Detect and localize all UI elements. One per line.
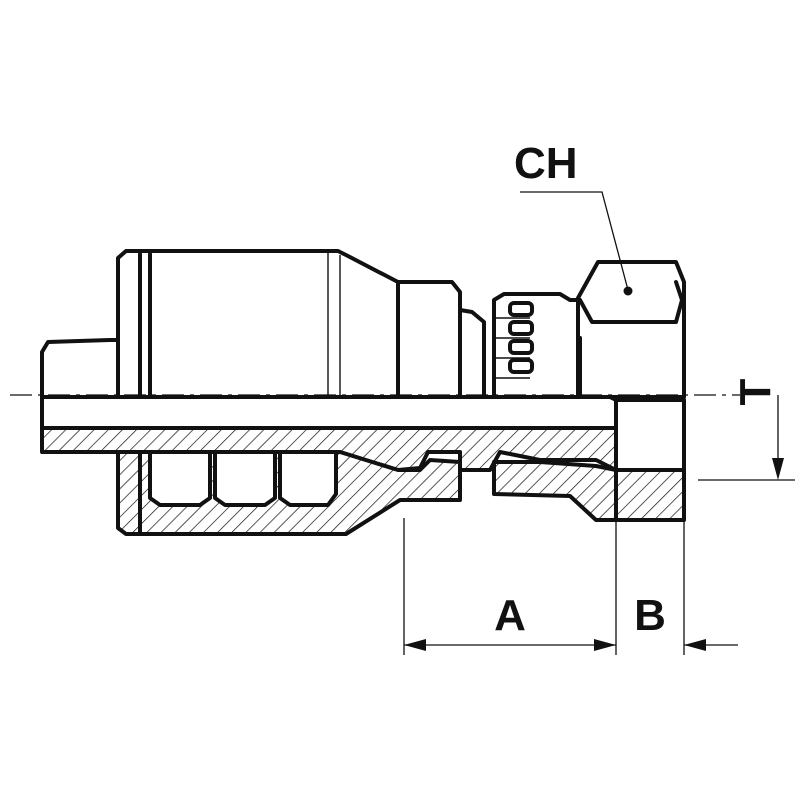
ch-leader-line xyxy=(520,191,629,291)
label-ch: CH xyxy=(514,139,578,188)
label-b: B xyxy=(634,591,666,640)
ch-reference-dot xyxy=(623,286,633,296)
fitting-section-view xyxy=(40,395,686,536)
label-a: A xyxy=(494,591,526,640)
label-t: T xyxy=(731,378,780,405)
fitting-exterior-view xyxy=(40,249,686,399)
